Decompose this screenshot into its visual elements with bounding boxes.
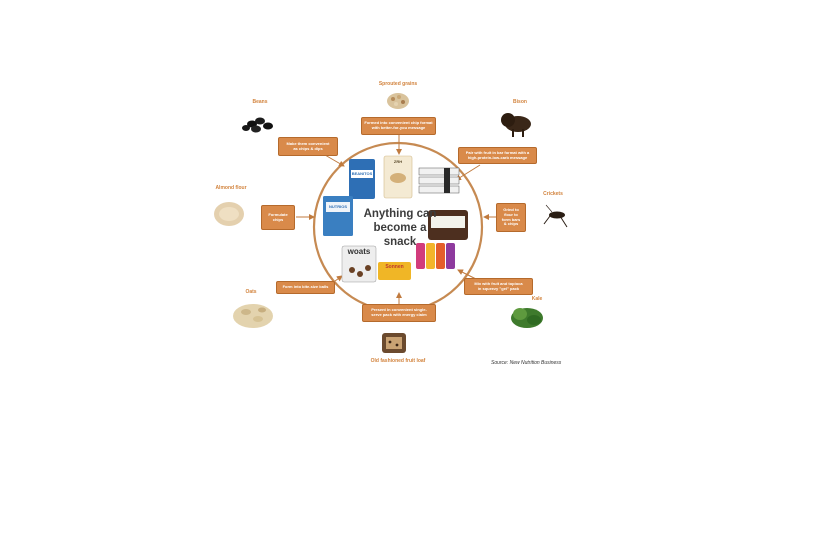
center-title-line-3: snack: [383, 236, 417, 249]
product-nutrios-box: [323, 196, 353, 236]
box-crickets-line-2: flour to: [504, 211, 518, 217]
product-woats-label: woats: [347, 247, 371, 256]
bison-image: [501, 113, 531, 137]
connector-beans: [324, 154, 345, 167]
source-note: Source: New Nutrition Business: [491, 360, 562, 366]
label-bison: Bison: [513, 99, 527, 105]
label-crickets: Crickets: [543, 191, 563, 197]
box-bison-line-2: high-protein-low-carb message: [467, 154, 528, 160]
product-sonnen-label: Sonnen: [385, 264, 404, 270]
product-bar-label: ZRH: [393, 159, 403, 164]
box-beans-line-1: Make them convenient: [286, 140, 330, 146]
box-beans-line-2: as chips & dips: [293, 145, 323, 151]
box-sprouted-grains-line-1: Formed into convenient chip format: [364, 120, 433, 126]
connector-oats: [334, 275, 343, 282]
center-title-line-1: Anything can: [363, 208, 437, 220]
product-woats: [341, 245, 377, 283]
label-beans: Beans: [252, 99, 268, 105]
label-fruit-loaf: Old fashioned fruit loaf: [370, 358, 426, 364]
box-bison-line-1: Pair with fruit in bar format with a: [465, 149, 530, 155]
box-crickets-line-1: Grind to: [503, 206, 519, 212]
connector-bison: [455, 164, 481, 181]
product-jars: [428, 210, 468, 240]
box-kale-line-1: Mix with fruit and topioca: [474, 280, 523, 286]
box-kale-line-2: in squeezy "gel" pack: [477, 285, 520, 291]
label-almond-flour: Almond flour: [215, 185, 247, 191]
box-oats: Form into bite-size balls: [276, 281, 335, 294]
label-sprouted-grains: Sprouted grains: [378, 81, 418, 87]
box-almond-flour-line-2: chips: [272, 216, 284, 222]
oats-image: [233, 304, 273, 328]
box-fruit-loaf: Present in convenient single-serve pack …: [362, 304, 436, 322]
label-oats: Oats: [245, 289, 257, 295]
almond-flour-image: [214, 202, 244, 226]
product-gel-packs: [416, 243, 455, 269]
fruit-loaf-image: [382, 333, 406, 353]
cricket-image: [543, 204, 568, 228]
box-fruit-loaf-line-1: Present in convenient single-: [371, 307, 427, 313]
product-bars: [418, 167, 460, 194]
box-oats-line-1: Form into bite-size balls: [282, 284, 329, 290]
box-almond-flour-line-1: Formulate: [268, 211, 288, 217]
sprouted-grains-image: [387, 93, 409, 109]
product-granola-cup: [383, 155, 413, 199]
product-beanitos-label: BEANITOS: [351, 171, 373, 176]
beans-image: [242, 117, 273, 133]
box-crickets-line-4: & chips: [503, 221, 519, 227]
product-beanitos: [349, 159, 375, 199]
box-crickets-line-3: form bars: [501, 216, 521, 222]
label-kale: Kale: [531, 296, 543, 302]
box-sprouted-grains-line-2: with better-for-you message: [371, 125, 426, 130]
product-sonnen-pack: [378, 262, 411, 280]
center-title: Anything can become a snack: [355, 207, 445, 249]
product-nutrios-label: NUTRIOS: [329, 204, 347, 209]
center-title-line-2: become a: [373, 222, 427, 235]
kale-image: [511, 308, 543, 328]
box-fruit-loaf-line-2: serve pack with energy claim: [371, 312, 427, 317]
